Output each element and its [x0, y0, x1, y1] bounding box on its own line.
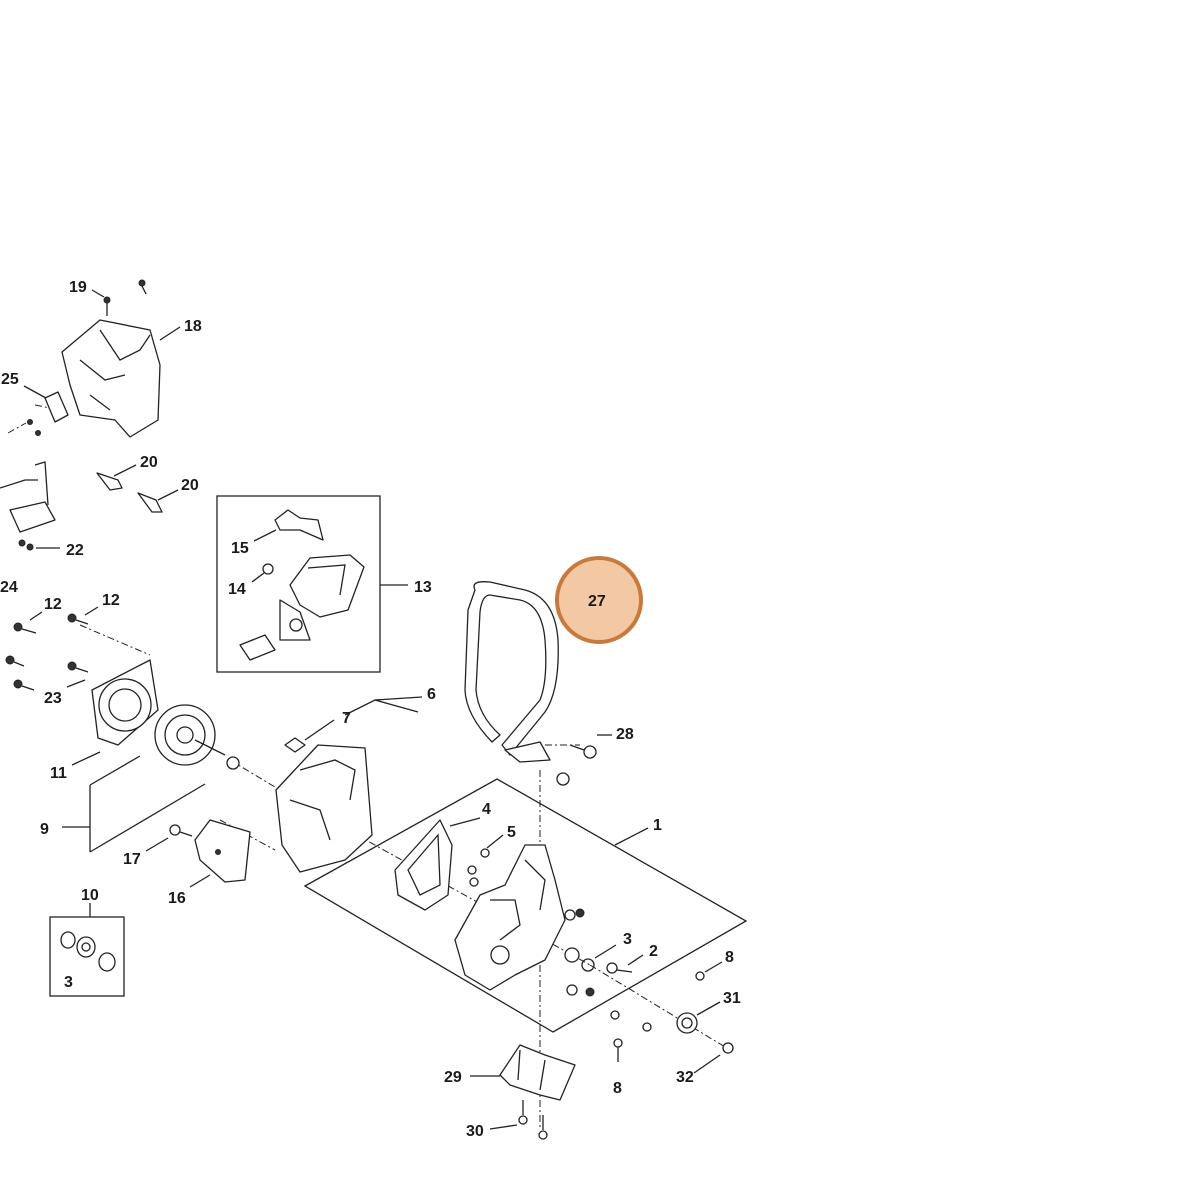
crankcase-6: [275, 737, 373, 873]
grommet-25: [7, 391, 69, 436]
shroud-part-18: [61, 319, 161, 438]
callout-18[interactable]: 18: [184, 318, 202, 335]
callout-28[interactable]: 28: [616, 726, 634, 743]
callout-29[interactable]: 29: [444, 1069, 462, 1086]
crankcase-1: [454, 844, 580, 996]
callout-13[interactable]: 13: [414, 579, 432, 596]
callout-9[interactable]: 9: [40, 821, 49, 838]
callout-22[interactable]: 22: [66, 542, 84, 559]
callout-20[interactable]: 20: [181, 477, 199, 494]
callout-25[interactable]: 25: [1, 371, 19, 388]
callout-31[interactable]: 31: [723, 990, 741, 1007]
callout-16[interactable]: 16: [168, 890, 186, 907]
screw-28: [556, 744, 597, 786]
callout-3[interactable]: 3: [64, 974, 73, 991]
flywheel-11: [154, 704, 240, 770]
bearing-set-10: [60, 931, 116, 972]
group-box-13: [216, 495, 381, 673]
screws-8: [610, 971, 705, 1062]
small-parts-2-3: [575, 908, 633, 997]
callout-3[interactable]: 3: [623, 931, 632, 948]
callout-23[interactable]: 23: [44, 690, 62, 707]
callout-30[interactable]: 30: [466, 1123, 484, 1140]
callout-19[interactable]: 19: [69, 279, 87, 296]
callout-4[interactable]: 4: [482, 801, 491, 818]
module-22: [0, 461, 56, 551]
screws-12-24: [5, 613, 89, 691]
callout-11[interactable]: 11: [50, 765, 67, 782]
plate-16: [169, 819, 251, 883]
callout-10[interactable]: 10: [81, 887, 99, 904]
screws-30: [518, 1100, 548, 1140]
callout-7[interactable]: 7: [342, 710, 351, 727]
callout-27[interactable]: 27: [588, 593, 606, 610]
callout-15[interactable]: 15: [231, 540, 249, 557]
callout-32[interactable]: 32: [676, 1069, 694, 1086]
screw-19: [103, 279, 147, 316]
callout-14[interactable]: 14: [228, 581, 246, 598]
callout-5[interactable]: 5: [507, 824, 516, 841]
callout-8[interactable]: 8: [725, 949, 734, 966]
callout-20[interactable]: 20: [140, 454, 158, 471]
part-14: [262, 563, 274, 575]
group-box-10: [49, 916, 125, 997]
callout-8[interactable]: 8: [613, 1080, 622, 1097]
leader-lines: [23, 289, 723, 1130]
callout-1[interactable]: 1: [653, 817, 662, 834]
callout-24[interactable]: 24: [0, 579, 18, 596]
group-outline-1: [303, 778, 748, 1033]
bushing-31: [676, 1012, 698, 1034]
part-15: [274, 509, 324, 541]
callout-2[interactable]: 2: [649, 943, 658, 960]
callout-12[interactable]: 12: [44, 596, 62, 613]
lever-20b: [137, 492, 163, 513]
front-handle-27: [464, 581, 559, 763]
screws-5: [467, 848, 490, 887]
part-7: [284, 737, 306, 753]
callout-17[interactable]: 17: [123, 851, 141, 868]
fan-housing-23: [91, 659, 159, 746]
highlight-circle-27[interactable]: [555, 556, 643, 644]
callout-6[interactable]: 6: [427, 686, 436, 703]
gasket-4: [394, 819, 453, 911]
nut-32: [722, 1042, 734, 1054]
callout-labels: 19 18 25 20 20 22 24 12 12 15 14 13 23 1…: [0, 279, 741, 1140]
guard-29: [499, 1044, 576, 1101]
lever-20a: [96, 472, 123, 491]
handle-assembly-13: [239, 509, 365, 661]
callout-12[interactable]: 12: [102, 592, 120, 609]
